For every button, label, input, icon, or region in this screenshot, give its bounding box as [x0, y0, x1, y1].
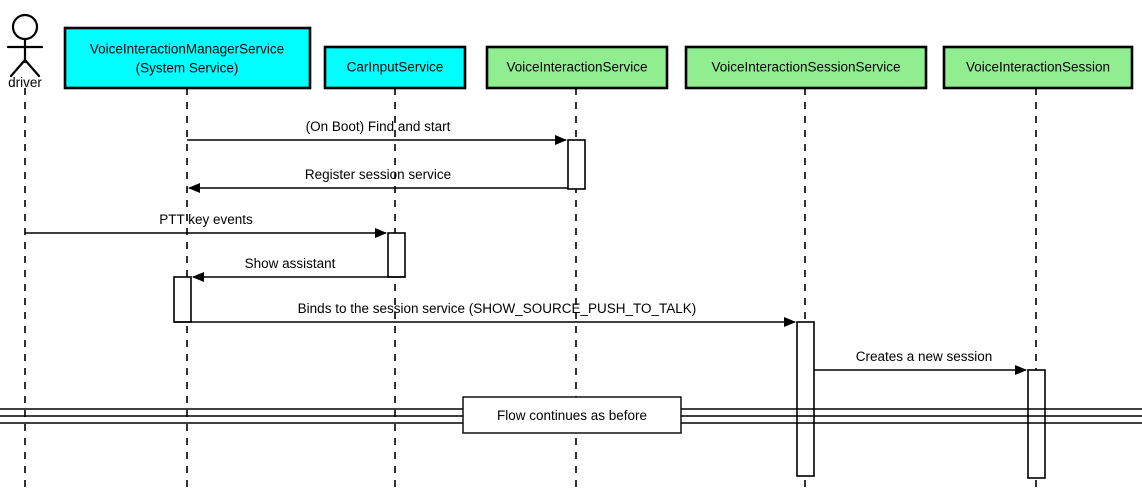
message-register-session-service[interactable]: Register session service	[188, 167, 568, 193]
participant-label-carinput: CarInputService	[347, 60, 444, 75]
activation-vsession	[1027, 369, 1046, 479]
message-label-register-session-service: Register session service	[305, 167, 451, 182]
participant-box-vis[interactable]: VoiceInteractionService	[485, 45, 669, 90]
message-label-binds-to-session-service: Binds to the session service (SHOW_SOURC…	[298, 301, 697, 316]
message-label-creates-a-new-session: Creates a new session	[856, 349, 993, 364]
participant-rect-vsession[interactable]	[942, 45, 1134, 90]
message-ptt-key-events[interactable]: PTT key events	[25, 212, 387, 238]
divider-note-box[interactable]	[462, 396, 682, 434]
participant-box-carinput[interactable]: CarInputService	[323, 45, 467, 90]
message-label-on-boot-find-and-start: (On Boot) Find and start	[306, 119, 451, 134]
activation-viss	[796, 321, 815, 477]
participant-label-vsession: VoiceInteractionSession	[966, 60, 1110, 75]
driver-actor: driver	[6, 13, 44, 90]
activation-vims	[173, 276, 192, 323]
actor-leg-left	[9, 58, 27, 78]
divider-note-label: Flow continues as before	[497, 408, 647, 423]
flow-continues-divider: Flow continues as before	[0, 396, 1142, 434]
participant-rect-vims[interactable]	[63, 26, 312, 90]
message-show-assistant[interactable]: Show assistant	[192, 256, 405, 282]
participant-label-viss: VoiceInteractionSessionService	[711, 60, 900, 75]
activation-vis	[567, 139, 586, 190]
participant-label-vis: VoiceInteractionService	[506, 60, 647, 75]
participant-label-vims-line2: (System Service)	[136, 61, 239, 76]
driver-actor-label: driver	[8, 75, 42, 90]
message-label-ptt-key-events: PTT key events	[159, 212, 253, 227]
participant-boxes-group: VoiceInteractionManagerService (System S…	[63, 26, 1134, 90]
participant-rect-vis[interactable]	[485, 45, 669, 90]
participant-rect-viss[interactable]	[684, 45, 928, 90]
participant-box-viss[interactable]: VoiceInteractionSessionService	[684, 45, 928, 90]
activation-bars-group	[173, 139, 1046, 479]
messages-group: (On Boot) Find and start Register sessio…	[25, 119, 1027, 375]
message-label-show-assistant: Show assistant	[245, 256, 336, 271]
message-on-boot-find-and-start[interactable]: (On Boot) Find and start	[187, 119, 567, 145]
participant-box-vims[interactable]: VoiceInteractionManagerService (System S…	[63, 26, 312, 90]
participant-label-vims-line1: VoiceInteractionManagerService	[90, 42, 284, 57]
participant-rect-carinput[interactable]	[323, 45, 467, 90]
actor-leg-right	[23, 58, 41, 78]
participant-box-vsession[interactable]: VoiceInteractionSession	[942, 45, 1134, 90]
message-binds-to-session-service[interactable]: Binds to the session service (SHOW_SOURC…	[174, 301, 796, 327]
activation-carinput	[387, 232, 406, 278]
actor-head-icon	[11, 13, 39, 41]
message-creates-a-new-session[interactable]: Creates a new session	[814, 349, 1027, 375]
